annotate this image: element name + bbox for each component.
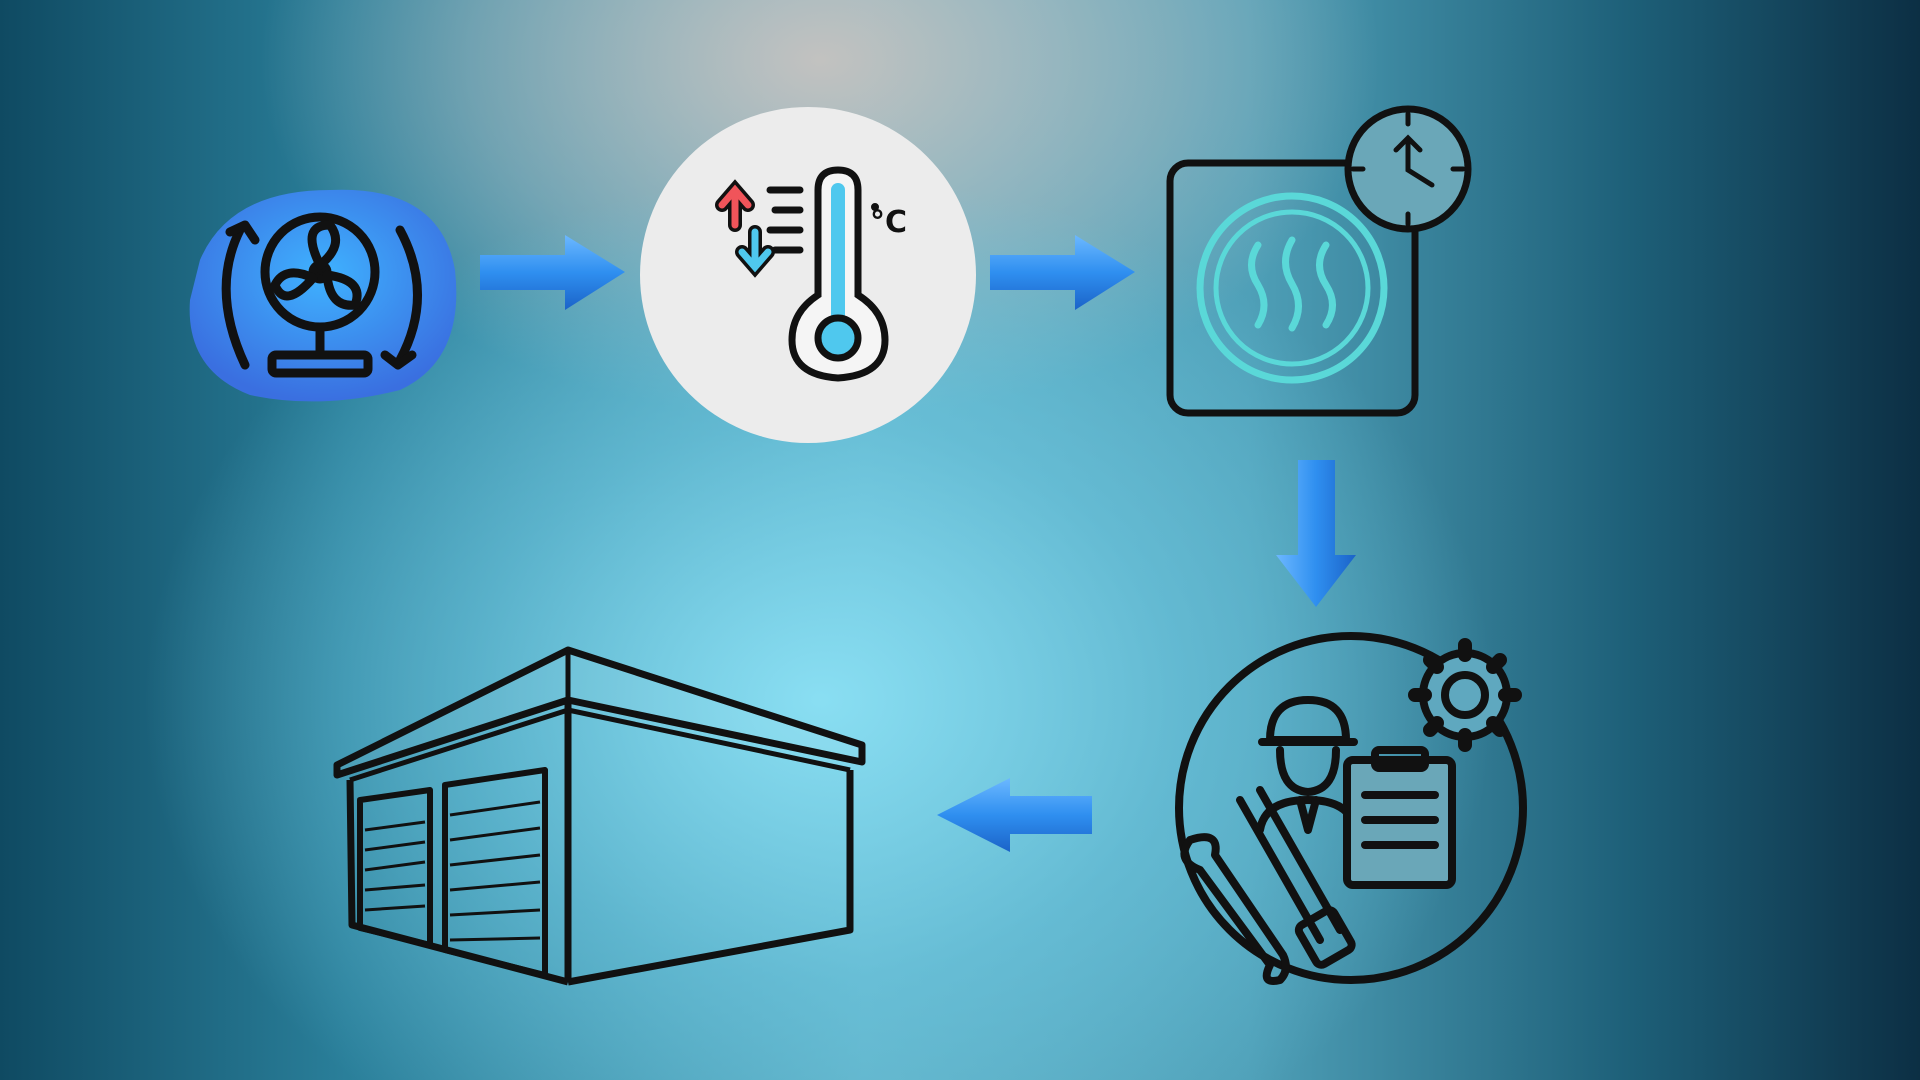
fan-recirculation-icon: [189, 189, 457, 402]
heater-timer-icon: [1166, 105, 1472, 417]
arrow-right-2: [990, 235, 1135, 310]
technician-maintenance-icon: [1175, 632, 1527, 985]
arrow-left: [937, 778, 1092, 852]
storage-garage-building-icon: [333, 646, 866, 986]
gear-icon: [1408, 638, 1522, 752]
arrow-down: [1276, 460, 1356, 607]
clock-icon: [1344, 105, 1472, 233]
arrow-right-1: [480, 235, 625, 310]
thermometer-icon: [715, 166, 889, 382]
celsius-unit-label: °C: [870, 205, 907, 240]
thermometer-node: °C: [640, 107, 976, 443]
